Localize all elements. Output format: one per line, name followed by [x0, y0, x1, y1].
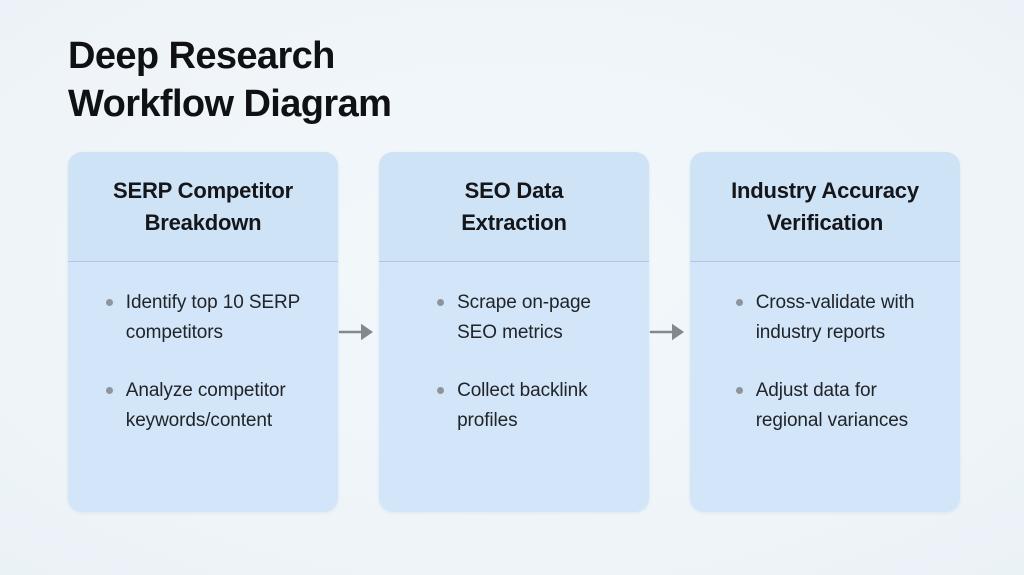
list-item: Adjust data for regional variances	[735, 376, 915, 436]
arrow-right-icon	[649, 323, 684, 341]
list-item: Identify top 10 SERP competitors	[105, 288, 301, 348]
bullet-dot-icon	[105, 387, 113, 394]
arrow-right-icon	[338, 323, 373, 341]
bullet-dot-icon	[735, 387, 743, 394]
card-title: SEO Data Extraction	[461, 177, 567, 235]
flow-arrow-1	[338, 152, 379, 512]
card-industry-accuracy-verification: Industry Accuracy Verification Cross-val…	[690, 152, 960, 512]
bullet-list: Scrape on-page SEO metrics Collect backl…	[437, 288, 591, 436]
card-header: SEO Data Extraction	[379, 152, 649, 262]
card-title: SERP Competitor Breakdown	[113, 177, 293, 235]
card-title: Industry Accuracy Verification	[731, 177, 919, 235]
cards-row: SERP Competitor Breakdown Identify top 1…	[68, 152, 960, 512]
card-header: Industry Accuracy Verification	[690, 152, 960, 262]
card-serp-competitor-breakdown: SERP Competitor Breakdown Identify top 1…	[68, 152, 338, 512]
card-seo-data-extraction: SEO Data Extraction Scrape on-page SEO m…	[379, 152, 649, 512]
list-item: Scrape on-page SEO metrics	[437, 288, 591, 348]
bullet-text: Scrape on-page SEO metrics	[457, 292, 591, 343]
bullet-text: Identify top 10 SERP competitors	[125, 292, 301, 343]
bullet-dot-icon	[105, 299, 113, 306]
list-item: Collect backlink profiles	[437, 376, 591, 436]
bullet-list: Identify top 10 SERP competitors Analyze…	[105, 288, 301, 436]
flow-arrow-2	[649, 152, 690, 512]
card-header: SERP Competitor Breakdown	[68, 152, 338, 262]
bullet-dot-icon	[437, 299, 445, 306]
bullet-list: Cross-validate with industry reports Adj…	[735, 288, 915, 436]
bullet-dot-icon	[437, 387, 445, 394]
list-item: Cross-validate with industry reports	[735, 288, 915, 348]
bullet-text: Collect backlink profiles	[457, 380, 588, 431]
bullet-text: Cross-validate with industry reports	[755, 292, 915, 343]
bullet-text: Analyze competitor keywords/content	[125, 380, 286, 431]
bullet-dot-icon	[735, 299, 743, 306]
page-title: Deep Research Workflow Diagram	[68, 35, 392, 125]
bullet-text: Adjust data for regional variances	[755, 380, 909, 431]
list-item: Analyze competitor keywords/content	[105, 376, 300, 436]
